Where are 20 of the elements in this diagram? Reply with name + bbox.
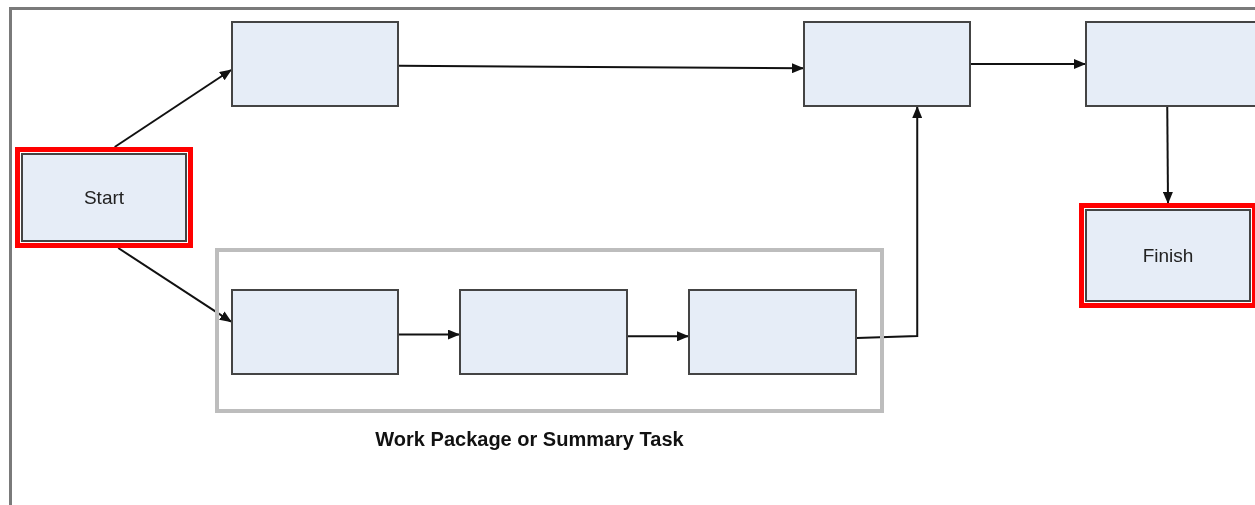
arrow <box>1162 106 1173 204</box>
task-box <box>231 21 399 107</box>
task-label: Finish <box>1142 244 1194 267</box>
task-box <box>688 289 857 375</box>
task-box <box>231 289 399 375</box>
task-box <box>459 289 628 375</box>
arrow <box>113 69 232 148</box>
arrow <box>117 247 232 323</box>
work-package-frame <box>215 248 884 413</box>
task-box <box>803 21 971 107</box>
group-caption: Work Package or Summary Task <box>375 428 684 451</box>
milestone-box <box>15 147 193 248</box>
arrow <box>627 331 689 342</box>
arrow <box>398 63 804 74</box>
arrow <box>970 59 1086 69</box>
arrow <box>856 106 923 339</box>
arrow <box>398 329 460 340</box>
task-label: Start <box>83 186 125 209</box>
milestone-box <box>1079 203 1255 308</box>
task-box <box>1085 21 1255 107</box>
